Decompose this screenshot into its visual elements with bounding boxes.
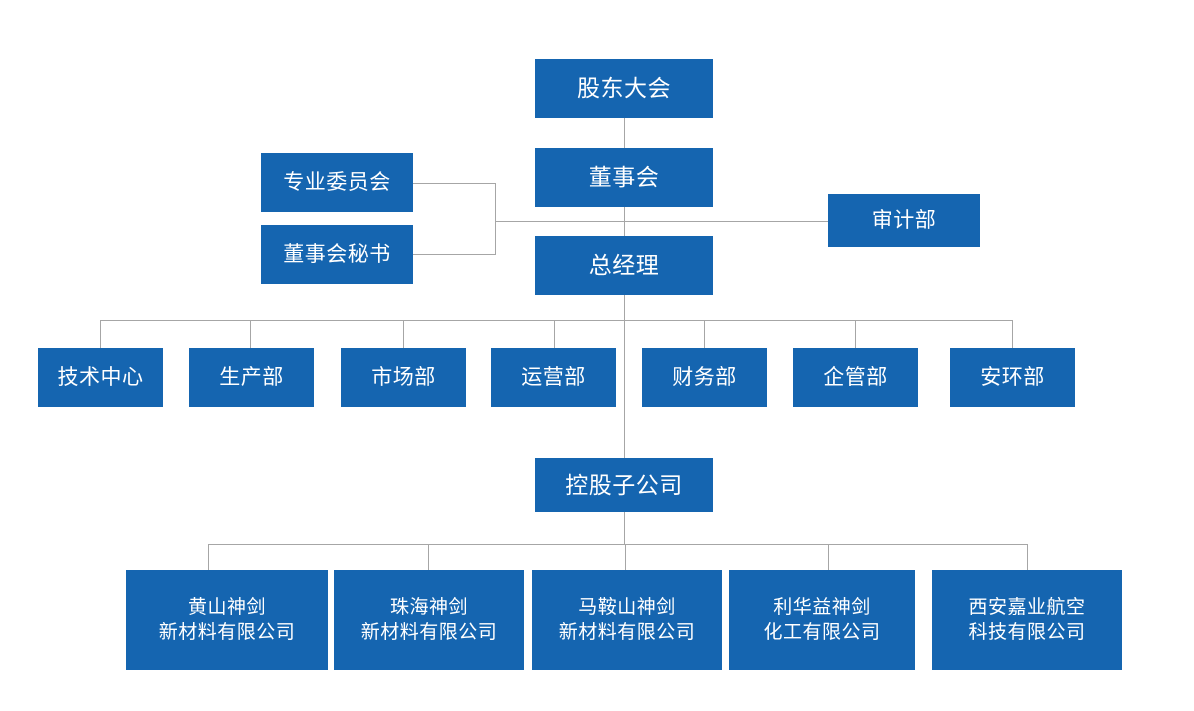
node-label: 董事会秘书 bbox=[283, 242, 391, 266]
connector-subsidiary-drop-5 bbox=[1027, 544, 1028, 571]
node-subsidiary-0[interactable]: 黄山神剑 新材料有限公司 bbox=[126, 570, 328, 670]
node-label: 审计部 bbox=[871, 208, 937, 232]
connector-department-drop-4 bbox=[554, 320, 555, 348]
node-department-0[interactable]: 技术中心 bbox=[38, 348, 163, 407]
connector-department-drop-6 bbox=[855, 320, 856, 348]
node-label: 财务部 bbox=[672, 365, 737, 389]
node-label-line2: 新材料有限公司 bbox=[360, 622, 498, 643]
connector-department-drop-5 bbox=[704, 320, 705, 348]
node-label: 企管部 bbox=[823, 365, 888, 389]
node-label: 控股子公司 bbox=[565, 471, 683, 498]
node-audit-department[interactable]: 审计部 bbox=[828, 194, 980, 247]
node-holding-subsidiaries[interactable]: 控股子公司 bbox=[535, 458, 713, 512]
node-department-1[interactable]: 生产部 bbox=[189, 348, 314, 407]
node-label-line1: 西安嘉业航空 bbox=[968, 596, 1086, 618]
node-subsidiary-3[interactable]: 利华益神剑 化工有限公司 bbox=[729, 570, 915, 670]
node-board-of-directors[interactable]: 董事会 bbox=[535, 148, 713, 207]
connector-committee-stub bbox=[413, 183, 496, 184]
connector-secretary-stub bbox=[413, 254, 496, 255]
connector-subsidiary-drop-1 bbox=[208, 544, 209, 571]
node-label: 运营部 bbox=[521, 365, 586, 389]
node-label: 安环部 bbox=[980, 365, 1045, 389]
connector-department-drop-2 bbox=[250, 320, 251, 348]
node-label-line1: 珠海神剑 bbox=[389, 596, 468, 618]
node-label-line2: 新材料有限公司 bbox=[558, 622, 696, 643]
node-label: 股东大会 bbox=[577, 75, 671, 102]
node-department-6[interactable]: 安环部 bbox=[950, 348, 1075, 407]
node-label-line1: 黄山神剑 bbox=[187, 596, 266, 618]
node-department-5[interactable]: 企管部 bbox=[793, 348, 918, 407]
node-department-2[interactable]: 市场部 bbox=[341, 348, 466, 407]
node-department-4[interactable]: 财务部 bbox=[642, 348, 767, 407]
node-label: 生产部 bbox=[219, 365, 284, 389]
node-department-3[interactable]: 运营部 bbox=[491, 348, 616, 407]
connector-spine-to-audit bbox=[624, 221, 828, 222]
node-subsidiary-1[interactable]: 珠海神剑 新材料有限公司 bbox=[334, 570, 524, 670]
connector-subsidiary-drop-3 bbox=[625, 544, 626, 571]
connector-left-bracket-to-spine bbox=[495, 221, 625, 222]
node-label: 专业委员会 bbox=[283, 170, 391, 194]
connector-department-bus bbox=[100, 320, 1013, 321]
connector-subsidiary-drop-4 bbox=[828, 544, 829, 571]
node-label-line1: 马鞍山神剑 bbox=[578, 596, 676, 618]
connector-spine-gm-subsidiary-holder bbox=[624, 320, 625, 458]
node-professional-committee[interactable]: 专业委员会 bbox=[261, 153, 413, 212]
node-subsidiary-2[interactable]: 马鞍山神剑 新材料有限公司 bbox=[532, 570, 722, 670]
node-board-secretary[interactable]: 董事会秘书 bbox=[261, 225, 413, 284]
node-label: 技术中心 bbox=[57, 365, 144, 389]
node-label: 市场部 bbox=[371, 365, 436, 389]
node-label-line1: 利华益神剑 bbox=[773, 596, 871, 618]
node-label: 总经理 bbox=[588, 252, 660, 279]
node-label: 董事会 bbox=[588, 164, 660, 191]
connector-subsidiary-drop-2 bbox=[428, 544, 429, 571]
connector-department-drop-1 bbox=[100, 320, 101, 348]
connector-department-drop-7 bbox=[1012, 320, 1013, 348]
connector-left-bracket-vertical bbox=[495, 183, 496, 255]
node-label-line2: 化工有限公司 bbox=[763, 622, 881, 643]
node-subsidiary-4[interactable]: 西安嘉业航空 科技有限公司 bbox=[932, 570, 1122, 670]
connector-spine-holder-subsidiaries bbox=[624, 512, 625, 544]
node-label-line2: 科技有限公司 bbox=[968, 622, 1086, 643]
node-general-manager[interactable]: 总经理 bbox=[535, 236, 713, 295]
connector-subsidiary-bus bbox=[208, 544, 1028, 545]
node-shareholders-meeting[interactable]: 股东大会 bbox=[535, 59, 713, 118]
connector-department-drop-3 bbox=[403, 320, 404, 348]
connector-spine-shareholders-board bbox=[624, 118, 625, 148]
node-label-line2: 新材料有限公司 bbox=[158, 622, 296, 643]
